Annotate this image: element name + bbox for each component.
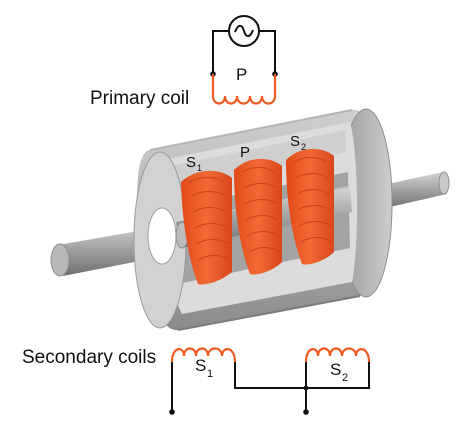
coil-p-label: P [240, 144, 250, 161]
coil-s2-label: S [290, 133, 300, 150]
secondary-s2-winding [304, 347, 371, 363]
coil-p [234, 158, 282, 275]
secondary-terminal-right [303, 409, 309, 415]
ac-source-icon [228, 15, 260, 47]
secondary-s2-label: S [330, 360, 341, 379]
primary-coil-winding [211, 74, 277, 105]
secondary-junction [303, 385, 309, 391]
shaft-right [378, 172, 447, 209]
secondary-s2-subscript: 2 [342, 372, 348, 384]
primary-circuit-label: P [236, 65, 247, 84]
secondary-s1-label: S [195, 356, 206, 375]
primary-coil-label: Primary coil [90, 88, 189, 109]
secondary-terminal-left [169, 409, 175, 415]
primary-wire [212, 30, 276, 74]
primary-circuit: P Primary coil [90, 15, 278, 109]
secondary-s1-subscript: 1 [207, 368, 213, 380]
coil-s2 [286, 148, 334, 265]
secondary-wire [171, 362, 370, 412]
secondary-coils-label: Secondary coils [22, 347, 156, 368]
shaft-end-left [50, 243, 70, 277]
coil-s2-subscript: 2 [301, 142, 306, 152]
secondary-s1-winding [170, 347, 237, 363]
secondary-circuit: Secondary coils S 1 S 2 [22, 347, 371, 415]
coil-s1-label: S [186, 154, 196, 171]
coil-s1 [181, 170, 232, 285]
coil-s1-subscript: 1 [197, 163, 202, 173]
